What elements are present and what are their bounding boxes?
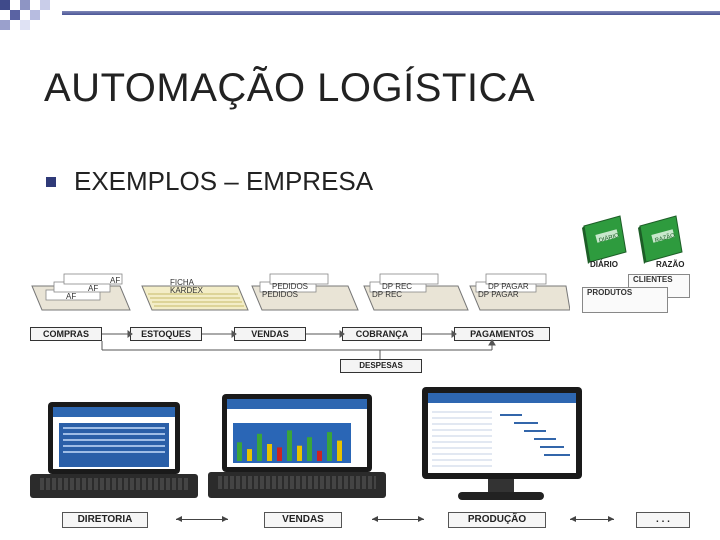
chart-bar: [257, 433, 262, 461]
chart-bar: [267, 444, 272, 461]
book-label-diario: DIÁRIO: [590, 260, 618, 269]
box-diretoria: DIRETORIA: [62, 512, 148, 528]
process-box-vendas: VENDAS: [234, 327, 306, 341]
bullet-text: EXEMPLOS – EMPRESA: [74, 166, 374, 196]
process-box-cobranca: COBRANÇA: [342, 327, 422, 341]
app-title-bar: [428, 393, 576, 403]
chart-bar: [317, 450, 322, 461]
ledger-books-icon: DIÁRIO RAZÃO: [582, 215, 683, 264]
box-producao: PRODUÇÃO: [448, 512, 546, 528]
double-arrow-icon: [372, 519, 424, 520]
dashboard-table: [59, 423, 169, 467]
laptop-screen-diretoria: [48, 402, 180, 474]
bullet-item: EXEMPLOS – EMPRESA: [46, 166, 373, 197]
stack-label-dp-pagar: DP PAGAR: [488, 282, 529, 291]
process-box-compras: COMPRAS: [30, 327, 102, 341]
gantt-chart: [500, 414, 570, 456]
monitor-screen-producao: [422, 387, 582, 479]
stack-label-af: AF: [66, 292, 77, 301]
bar-chart-panel: [233, 423, 351, 463]
chart-bar: [287, 430, 292, 461]
double-arrow-icon: [570, 519, 614, 520]
laptop-keyboard: [208, 472, 386, 498]
chart-bar: [247, 449, 252, 461]
box-more: . . .: [636, 512, 690, 528]
book-label-razao: RAZÃO: [656, 260, 685, 269]
stack-label-af: AF: [88, 284, 99, 293]
chart-bar: [337, 440, 342, 461]
chart-bar: [327, 432, 332, 461]
chart-bar: [277, 447, 282, 461]
laptop-screen-vendas: [222, 394, 372, 472]
app-title-bar: [53, 407, 175, 417]
monitor-stand: [488, 479, 514, 493]
laptop-keyboard: [30, 474, 198, 498]
stack-label-dp-rec: DP REC: [382, 282, 413, 291]
chart-bar: [307, 437, 312, 461]
bullet-square-icon: [46, 176, 56, 187]
header-line: [62, 11, 720, 15]
chart-bar: [237, 442, 242, 461]
process-box-despesas: DESPESAS: [340, 359, 422, 373]
monitor-base: [458, 492, 544, 500]
stack-label-pedidos: PEDIDOS: [262, 290, 299, 299]
stack-label-pedidos: PEDIDOS: [272, 282, 309, 291]
process-box-pagamentos: PAGAMENTOS: [454, 327, 550, 341]
task-list: [432, 407, 492, 469]
bar-chart: [237, 430, 342, 461]
stack-label-kardex: KARDEX: [170, 286, 203, 295]
app-title-bar: [227, 399, 367, 409]
chart-bar: [297, 445, 302, 461]
box-vendas: VENDAS: [264, 512, 342, 528]
stack-label-af: AF: [110, 276, 121, 285]
document-trays: [31, 273, 570, 311]
stack-label-ficha: FICHA: [170, 278, 194, 287]
stack-label-dp-pagar: DP PAGAR: [478, 290, 519, 299]
double-arrow-icon: [176, 519, 228, 520]
slide-title: AUTOMAÇÃO LOGÍSTICA: [44, 66, 536, 110]
card-produtos: PRODUTOS: [582, 287, 668, 313]
process-box-estoques: ESTOQUES: [130, 327, 202, 341]
corner-checker-decoration: [0, 0, 64, 40]
stack-label-dp-rec: DP REC: [372, 290, 403, 299]
